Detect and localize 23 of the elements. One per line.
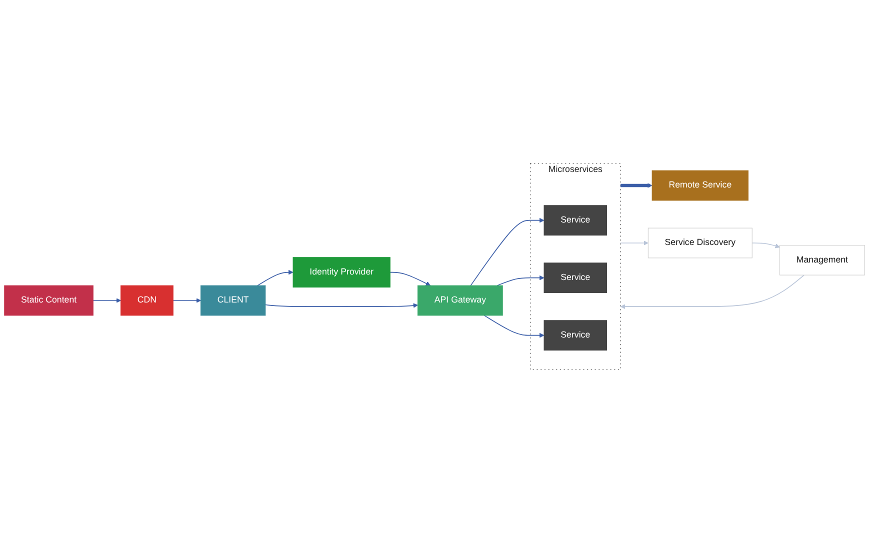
- node-box: Static Content: [4, 285, 94, 316]
- node-box: CDN: [120, 285, 174, 316]
- node-box: Service: [544, 262, 607, 294]
- arrow: [620, 274, 805, 310]
- arrow: [265, 303, 418, 308]
- node-box: Management: [780, 244, 865, 276]
- arrow: [172, 298, 201, 303]
- node-box: Service: [544, 320, 607, 351]
- arrow: [257, 270, 294, 286]
- node-box: Service: [544, 205, 607, 236]
- arrow: [620, 183, 652, 188]
- node-box: API Gateway: [418, 285, 503, 316]
- node-box: CLIENT: [200, 285, 266, 316]
- node-box: Service Discovery: [648, 228, 752, 258]
- node-box: Remote Service: [652, 170, 748, 201]
- arrow: [752, 242, 780, 248]
- arrow: [620, 240, 648, 246]
- node-box: Identity Provider: [292, 257, 390, 288]
- arrow: [470, 218, 544, 286]
- arrow: [496, 275, 544, 286]
- arrow: [390, 272, 431, 286]
- arrow: [484, 315, 544, 338]
- arrow: [92, 298, 122, 303]
